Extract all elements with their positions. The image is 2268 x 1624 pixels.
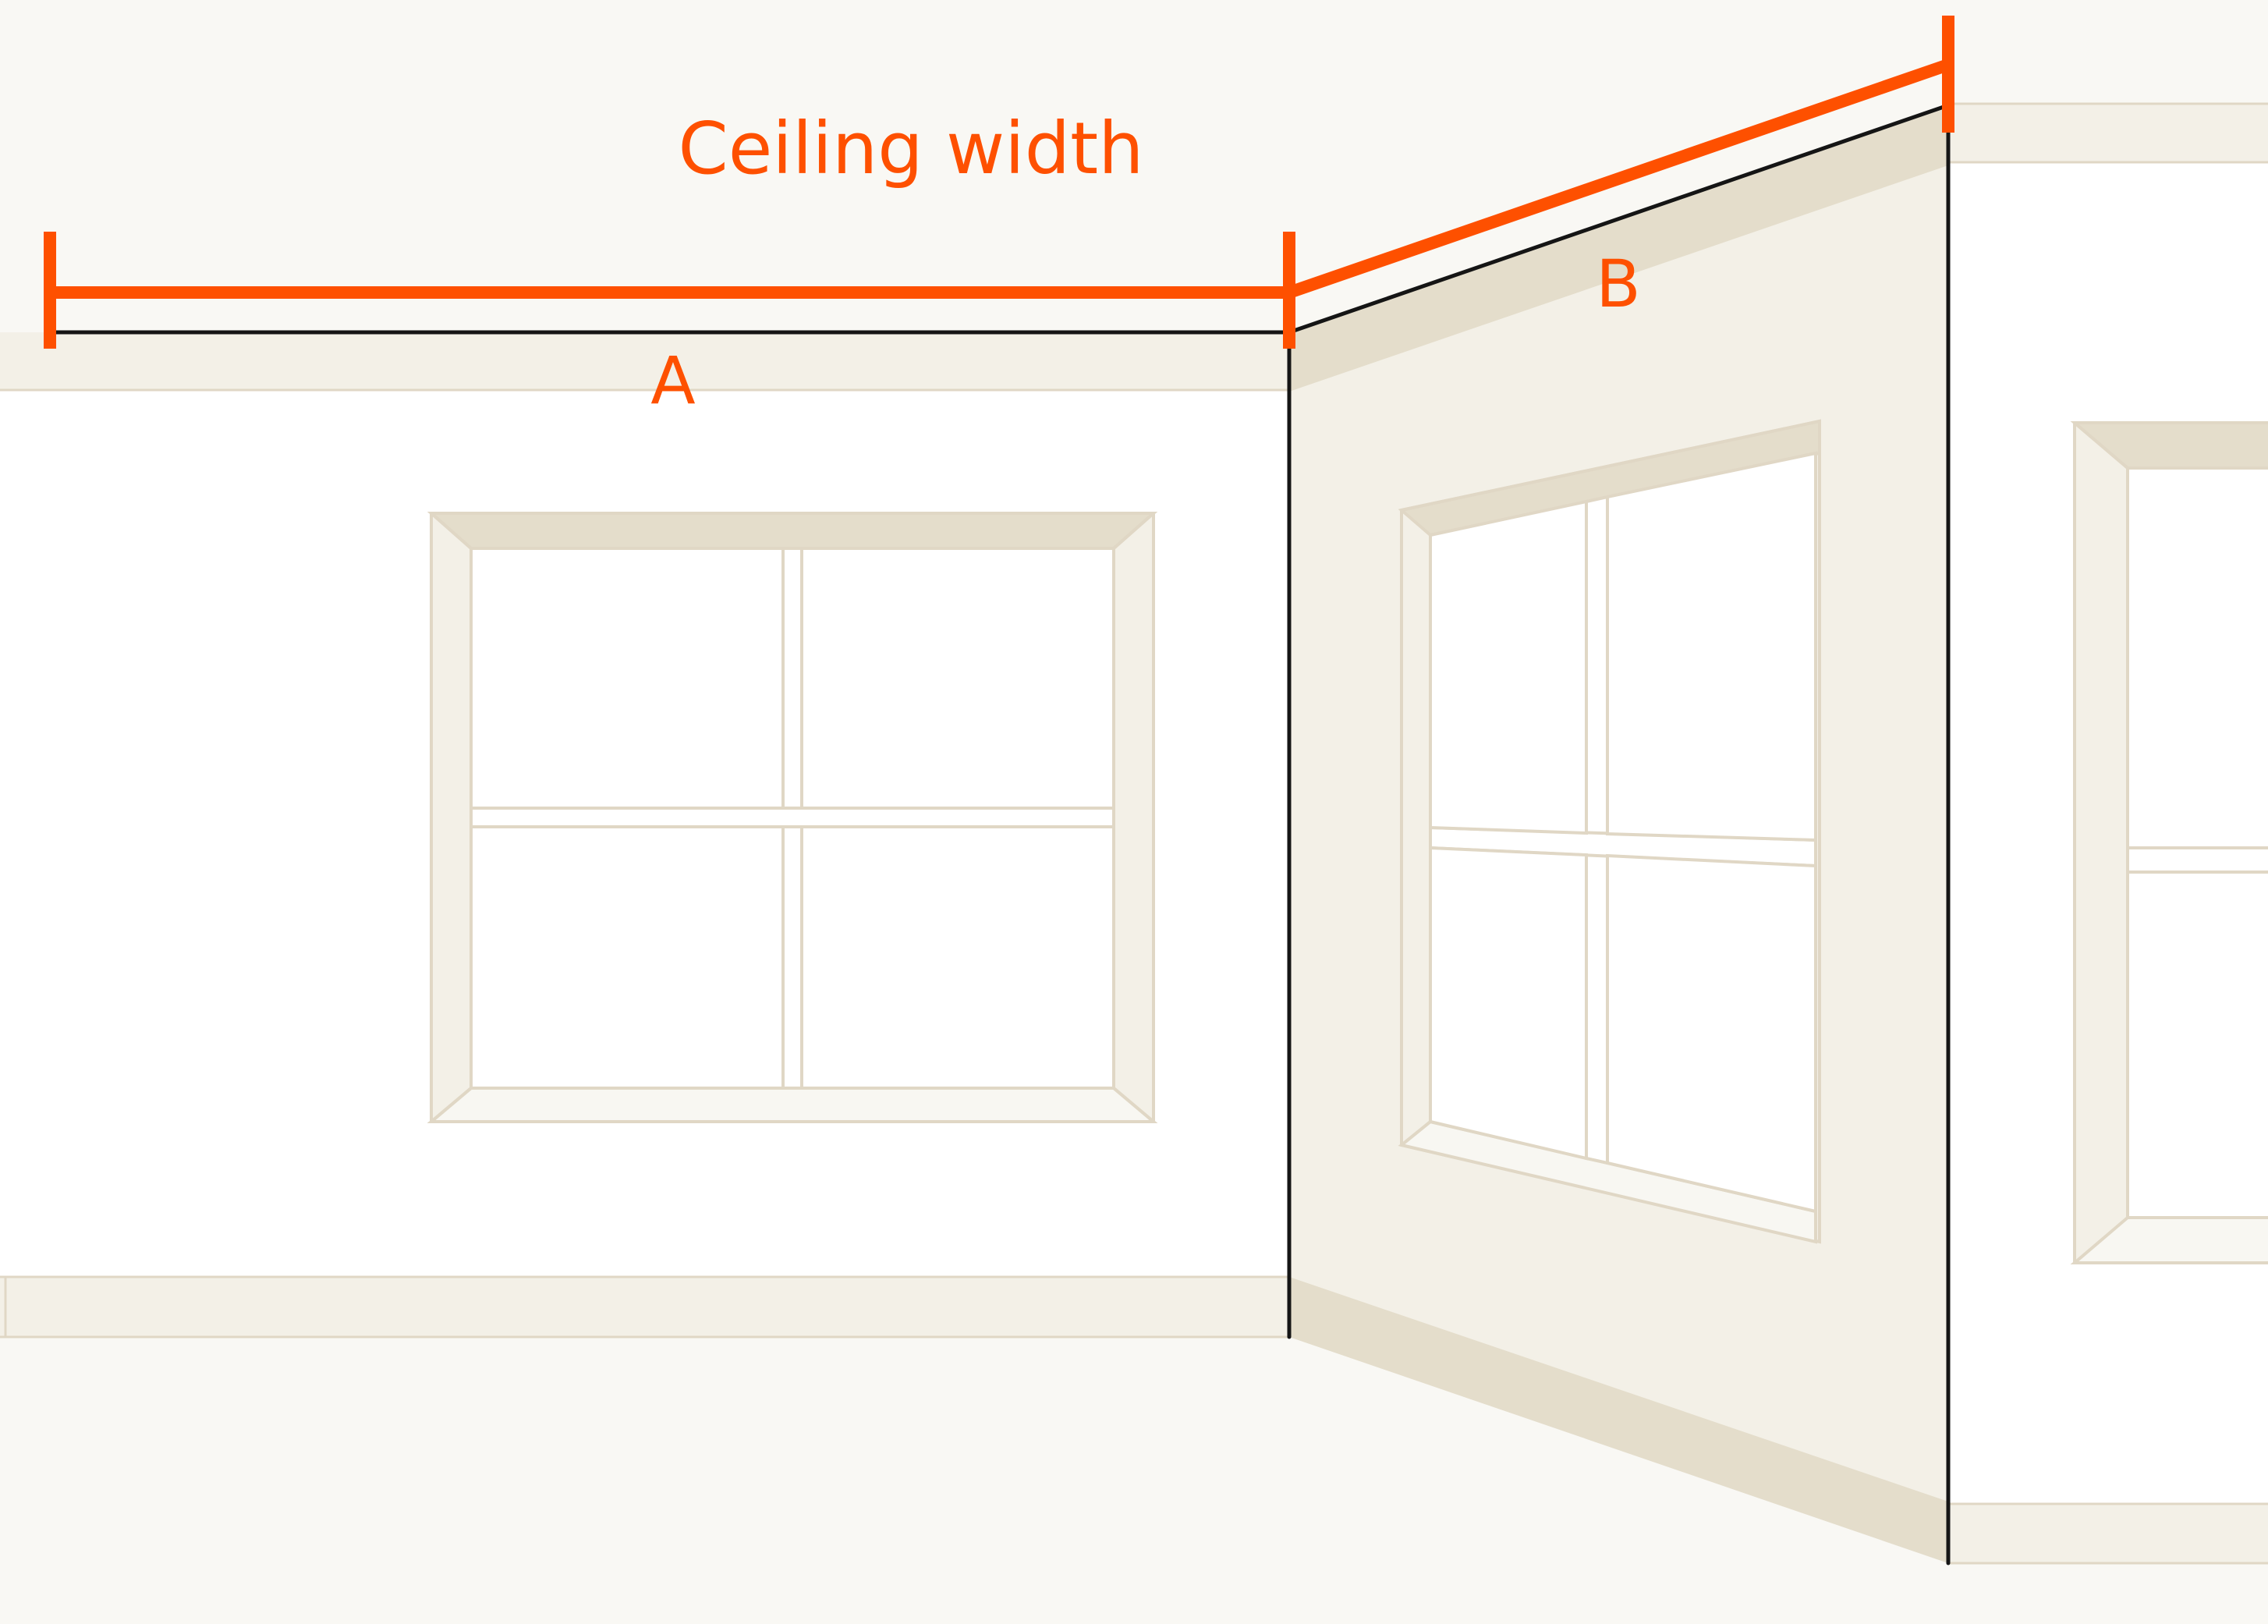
segment-b-label: B [1596,246,1641,322]
right-window [2070,421,2268,1264]
left-window-pane-2 [800,547,1115,810]
angled-window-pane-2 [1606,451,1817,842]
angled-crown-shade [1289,105,1948,392]
left-window-miter-br [1112,1087,1155,1123]
right-window-miter-tl [2073,421,2129,470]
right-baseboard [1948,1504,2268,1563]
left-window-miter-tl [430,512,473,550]
right-window-horizontal-mullion [2126,846,2268,874]
diagram-title: Ceiling width [678,107,1143,190]
ceiling-edge-b [1287,103,1951,335]
angled-window-pane-1 [1429,499,1588,835]
angled-window-vertical-mullion [1585,495,1609,1165]
angled-window-pane-3 [1429,846,1588,1161]
right-window-glass [2126,466,2268,1219]
angled-window-top-shade [1398,419,1821,537]
angled-window-miter-bl [1400,1120,1432,1147]
left-window-miter-bl [430,1087,473,1123]
left-window-pane-1 [470,547,785,810]
angled-baseboard-shade [1289,1277,1948,1563]
left-window-miter-tr [1112,512,1155,550]
left-window-horizontal-mullion [470,807,1115,828]
right-crown-molding [1948,104,2268,162]
angled-window-pane-4 [1606,853,1817,1214]
left-crown-molding [0,332,1289,390]
segment-a-label: A [650,342,695,419]
left-window-top-sill-shade [427,512,1158,550]
measure-line-b [1287,59,1951,299]
left-window [427,512,1158,1123]
left-window-pane-3 [470,825,785,1090]
corner-lines [49,103,1951,1565]
angled-window [1398,419,1821,1244]
left-baseboard [0,1277,1289,1337]
left-window-bottom-sill [427,1087,1158,1123]
left-window-pane-4 [800,825,1115,1090]
measure-lines [44,16,1954,349]
